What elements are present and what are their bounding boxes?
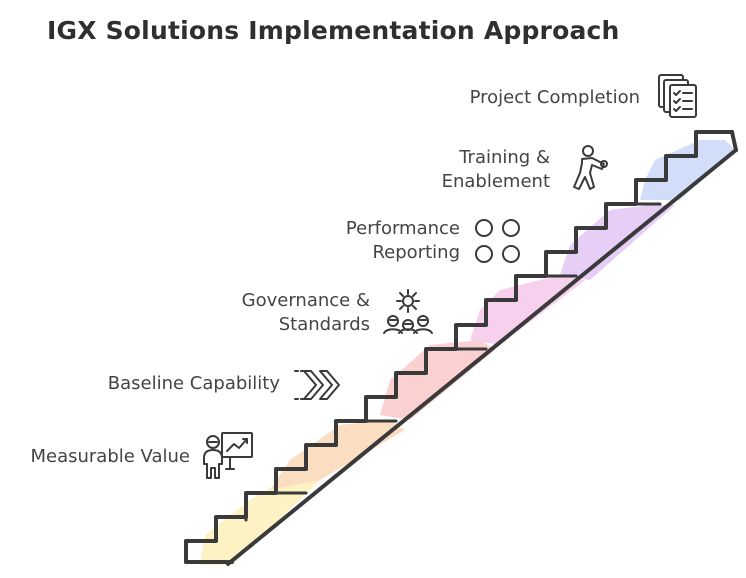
- tread-lines: [244, 202, 662, 522]
- presenter-chart-icon: [200, 430, 256, 482]
- gear-team-icon: [382, 287, 434, 337]
- band-completion: [640, 140, 735, 200]
- step-label-measurable-value: Measurable Value: [30, 446, 190, 467]
- document-checklist-icon: [656, 72, 700, 120]
- stair-top-edge: [730, 130, 738, 152]
- person-lifting-icon: [566, 143, 608, 193]
- band-governance: [380, 340, 495, 420]
- stair-steps-outline: [184, 130, 734, 543]
- color-bands: [200, 140, 735, 565]
- stair-diagonal: [226, 148, 738, 566]
- step-label-training-enablement: Training & Enablement: [441, 147, 550, 192]
- chevrons-right-icon: [292, 368, 344, 402]
- step-label-performance-reporting: Performance Reporting: [345, 218, 460, 263]
- step-label-baseline-capability: Baseline Capability: [107, 373, 280, 394]
- diagram-title: IGX Solutions Implementation Approach: [47, 16, 620, 45]
- band-baseline: [270, 420, 405, 490]
- step-label-project-completion: Project Completion: [469, 87, 640, 108]
- band-performance: [470, 275, 585, 345]
- four-circles-icon: [472, 216, 524, 268]
- step-label-governance-standards: Governance & Standards: [241, 290, 370, 335]
